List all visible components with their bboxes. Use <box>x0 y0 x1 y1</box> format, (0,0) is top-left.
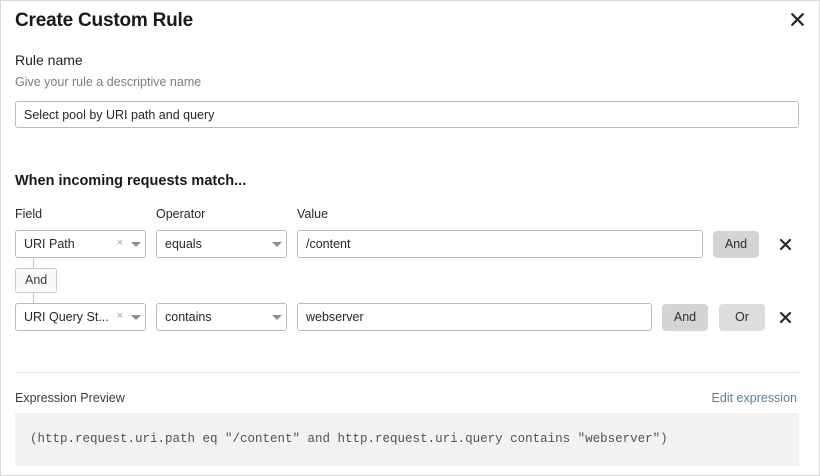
rule-name-label: Rule name <box>15 52 83 68</box>
column-label-operator: Operator <box>156 207 206 221</box>
section-divider <box>15 372 799 373</box>
match-section-heading: When incoming requests match... <box>15 173 247 189</box>
operator-select-1-value: equals <box>165 237 202 251</box>
close-icon-glyph <box>790 12 804 26</box>
connector-and-badge[interactable]: And <box>15 268 58 293</box>
column-label-field: Field <box>15 207 43 221</box>
close-icon <box>779 238 791 250</box>
remove-condition-button-1[interactable] <box>775 233 795 255</box>
and-button-1[interactable]: And <box>713 231 759 258</box>
rule-name-input[interactable] <box>15 101 799 128</box>
edit-expression-link[interactable]: Edit expression <box>711 391 797 405</box>
operator-select-2[interactable]: contains <box>156 303 287 331</box>
operator-select-1[interactable]: equals <box>156 230 287 258</box>
field-select-1-value: URI Path <box>24 237 75 251</box>
expression-preview-label: Expression Preview <box>15 391 125 405</box>
chevron-down-icon[interactable] <box>268 241 286 247</box>
field-select-2[interactable]: URI Query St... × <box>15 303 146 331</box>
chevron-down-icon[interactable] <box>268 314 286 320</box>
value-input-2[interactable] <box>297 303 652 331</box>
chevron-down-icon[interactable] <box>127 241 145 247</box>
expression-preview-code: (http.request.uri.path eq "/content" and… <box>15 413 799 466</box>
rule-name-help-text: Give your rule a descriptive name <box>15 75 202 89</box>
remove-condition-button-2[interactable] <box>775 306 795 328</box>
and-button-2[interactable]: And <box>662 304 708 331</box>
column-label-value: Value <box>297 207 329 221</box>
dialog-title: Create Custom Rule <box>15 10 193 31</box>
chevron-down-icon[interactable] <box>127 314 145 320</box>
clear-icon[interactable]: × <box>116 310 123 322</box>
or-button-2[interactable]: Or <box>719 304 765 331</box>
close-icon[interactable] <box>785 7 809 31</box>
close-icon <box>779 311 791 323</box>
field-select-2-value: URI Query St... <box>24 310 109 324</box>
clear-icon[interactable]: × <box>116 237 123 249</box>
field-select-1[interactable]: URI Path × <box>15 230 146 258</box>
value-input-1[interactable] <box>297 230 703 258</box>
operator-select-2-value: contains <box>165 310 212 324</box>
